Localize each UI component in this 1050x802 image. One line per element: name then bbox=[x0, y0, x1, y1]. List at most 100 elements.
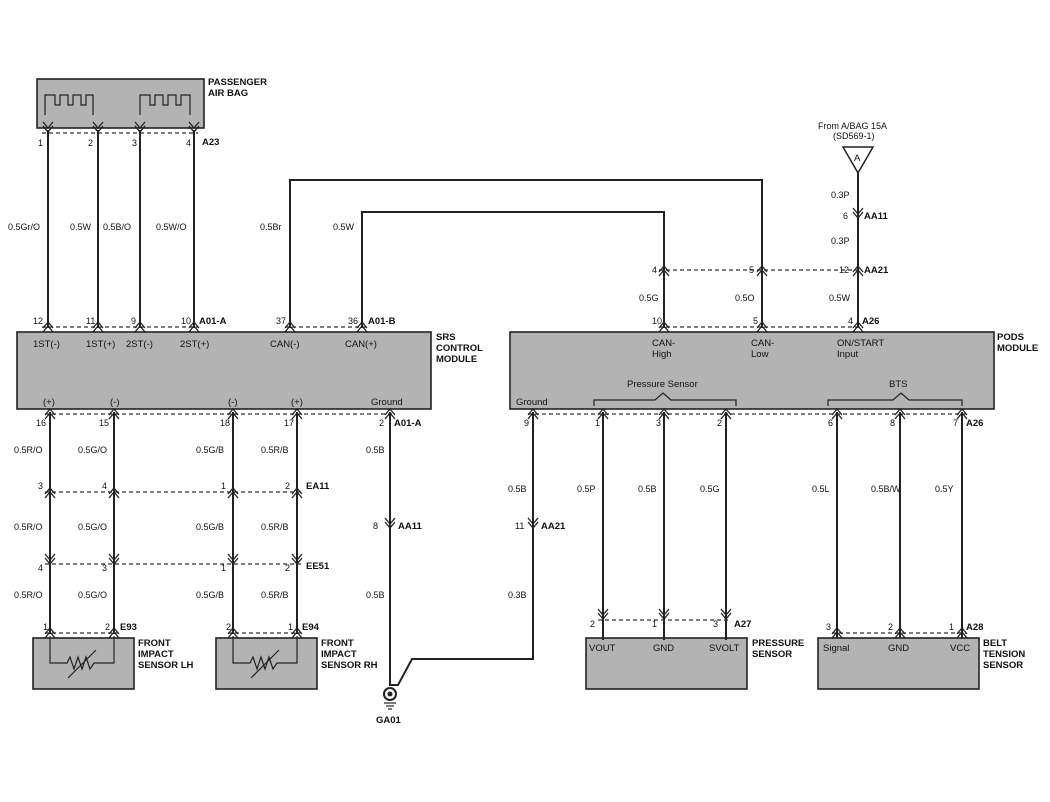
pin-label: 36 bbox=[348, 316, 358, 326]
pressure-sensor-wires bbox=[602, 412, 727, 622]
wire-color: 0.5R/O bbox=[14, 522, 43, 532]
terminal-label: ON/START bbox=[837, 338, 884, 349]
group-label: Pressure Sensor bbox=[627, 379, 698, 390]
wire-color: 0.5P bbox=[577, 484, 596, 494]
connector-terminals bbox=[42, 121, 968, 639]
passenger-air-bag: PASSENGER AIR BAG bbox=[36, 77, 267, 129]
connector-a26-top: A26 bbox=[862, 316, 879, 327]
terminal-chevron bbox=[658, 608, 670, 621]
pods-module-label-2: MODULE bbox=[997, 343, 1038, 354]
terminal-chevron bbox=[756, 320, 768, 333]
belt-sensor-wires bbox=[836, 412, 963, 640]
wire-color: 0.5R/B bbox=[261, 522, 289, 532]
terminal-label: CAN(+) bbox=[345, 339, 377, 350]
wire-color: 0.5G/O bbox=[78, 590, 107, 600]
terminal-label: 2ST(+) bbox=[180, 339, 209, 350]
wire-color: 0.5R/O bbox=[14, 590, 43, 600]
pin-label: 15 bbox=[99, 418, 109, 428]
terminal-chevron bbox=[44, 553, 56, 566]
terminal-label: (-) bbox=[228, 397, 238, 408]
wire-color: 0.5Y bbox=[935, 484, 954, 494]
terminal-chevron bbox=[108, 553, 120, 566]
pods-module: CAN- High CAN- Low ON/START Input Pressu… bbox=[509, 331, 995, 410]
connector-aa11-ground: AA11 bbox=[398, 521, 422, 532]
terminal-label: 1ST(+) bbox=[86, 339, 115, 350]
connector-a28: A28 bbox=[966, 622, 983, 633]
pin-label: 10 bbox=[652, 316, 662, 326]
reference-a-triangle: A bbox=[841, 146, 875, 175]
pin-label: 37 bbox=[276, 316, 286, 326]
wire-color: 0.5Gr/O bbox=[8, 222, 40, 232]
pin-label: 1 bbox=[43, 622, 48, 632]
can-wires bbox=[289, 179, 763, 328]
pin-label: 4 bbox=[848, 316, 853, 326]
terminal-chevron bbox=[108, 486, 120, 499]
wire-color: 0.5W bbox=[70, 222, 92, 232]
pin-label: 1 bbox=[949, 622, 954, 632]
pin-label: 4 bbox=[38, 563, 43, 573]
airbag-wires bbox=[47, 130, 195, 328]
wire-color: 0.5G/B bbox=[196, 522, 224, 532]
terminal-chevron bbox=[756, 264, 768, 277]
terminal-chevron bbox=[188, 121, 200, 134]
from-abag-label-1: From A/BAG 15A bbox=[818, 121, 887, 131]
pressure-sensor-label-2: SENSOR bbox=[752, 649, 792, 660]
passenger-air-bag-label-2: AIR BAG bbox=[208, 88, 248, 99]
impact-rh-label-2: IMPACT bbox=[321, 649, 357, 660]
terminal-label: CAN- bbox=[751, 338, 774, 349]
terminal-label: Low bbox=[751, 349, 769, 360]
srs-module-label-3: MODULE bbox=[436, 354, 477, 365]
terminal-chevron bbox=[188, 320, 200, 333]
impact-lh-label-3: SENSOR LH bbox=[138, 660, 194, 671]
group-label: BTS bbox=[889, 379, 907, 390]
wire-color: 0.5L bbox=[812, 484, 830, 494]
terminal-label: CAN(-) bbox=[270, 339, 300, 350]
pin-label: 4 bbox=[652, 265, 657, 275]
impact-rh-label-3: SENSOR RH bbox=[321, 660, 378, 671]
wire-color: 0.3P bbox=[831, 236, 850, 246]
connector-ea11: EA11 bbox=[306, 481, 330, 492]
wire-color: 0.5R/B bbox=[261, 445, 289, 455]
pin-label: 3 bbox=[656, 418, 661, 428]
terminal-label: GND bbox=[888, 643, 909, 654]
wire-color: 0.5W bbox=[829, 293, 851, 303]
front-impact-sensor-lh bbox=[32, 636, 135, 690]
terminal-label: Input bbox=[837, 349, 858, 360]
pressure-sensor-label-1: PRESSURE bbox=[752, 638, 804, 649]
wire-color: 0.3P bbox=[831, 190, 850, 200]
pin-label: 2 bbox=[226, 622, 231, 632]
front-impact-sensor-rh bbox=[215, 636, 318, 690]
terminal-label: 1ST(-) bbox=[33, 339, 60, 350]
connector-aa11-top: AA11 bbox=[864, 211, 888, 222]
pin-label: 3 bbox=[713, 619, 718, 629]
pin-label: 8 bbox=[890, 418, 895, 428]
passenger-air-bag-label-1: PASSENGER bbox=[208, 77, 267, 88]
terminal-label: High bbox=[652, 349, 672, 360]
pin-label: 8 bbox=[373, 521, 378, 531]
pin-label: 3 bbox=[38, 481, 43, 491]
connector-a01a-bottom: A01-A bbox=[394, 418, 422, 429]
wire-color: 0.5W/O bbox=[156, 222, 187, 232]
srs-module-label-2: CONTROL bbox=[436, 343, 483, 354]
terminal-chevron bbox=[44, 407, 56, 420]
terminal-chevron bbox=[658, 264, 670, 277]
belt-tension-sensor: Signal GND VCC bbox=[817, 637, 980, 690]
connector-aa21-ground: AA21 bbox=[541, 521, 566, 532]
terminal-chevron bbox=[134, 121, 146, 134]
impact-rh-label-1: FRONT bbox=[321, 638, 354, 649]
pin-label: 12 bbox=[839, 265, 849, 275]
srs-module-label-1: SRS bbox=[436, 332, 456, 343]
pin-label: 2 bbox=[590, 619, 595, 629]
pin-label: 3 bbox=[102, 563, 107, 573]
wire-color: 0.5G/B bbox=[196, 590, 224, 600]
wire-color: 0.5B/O bbox=[103, 222, 131, 232]
pin-label: 4 bbox=[102, 481, 107, 491]
terminal-chevron bbox=[108, 626, 120, 639]
wire-color: 0.5G bbox=[700, 484, 720, 494]
connector-a01a: A01-A bbox=[199, 316, 227, 327]
pin-label: 1 bbox=[595, 418, 600, 428]
pin-label: 9 bbox=[524, 418, 529, 428]
terminal-chevron bbox=[852, 320, 864, 333]
pin-label: 7 bbox=[953, 418, 958, 428]
